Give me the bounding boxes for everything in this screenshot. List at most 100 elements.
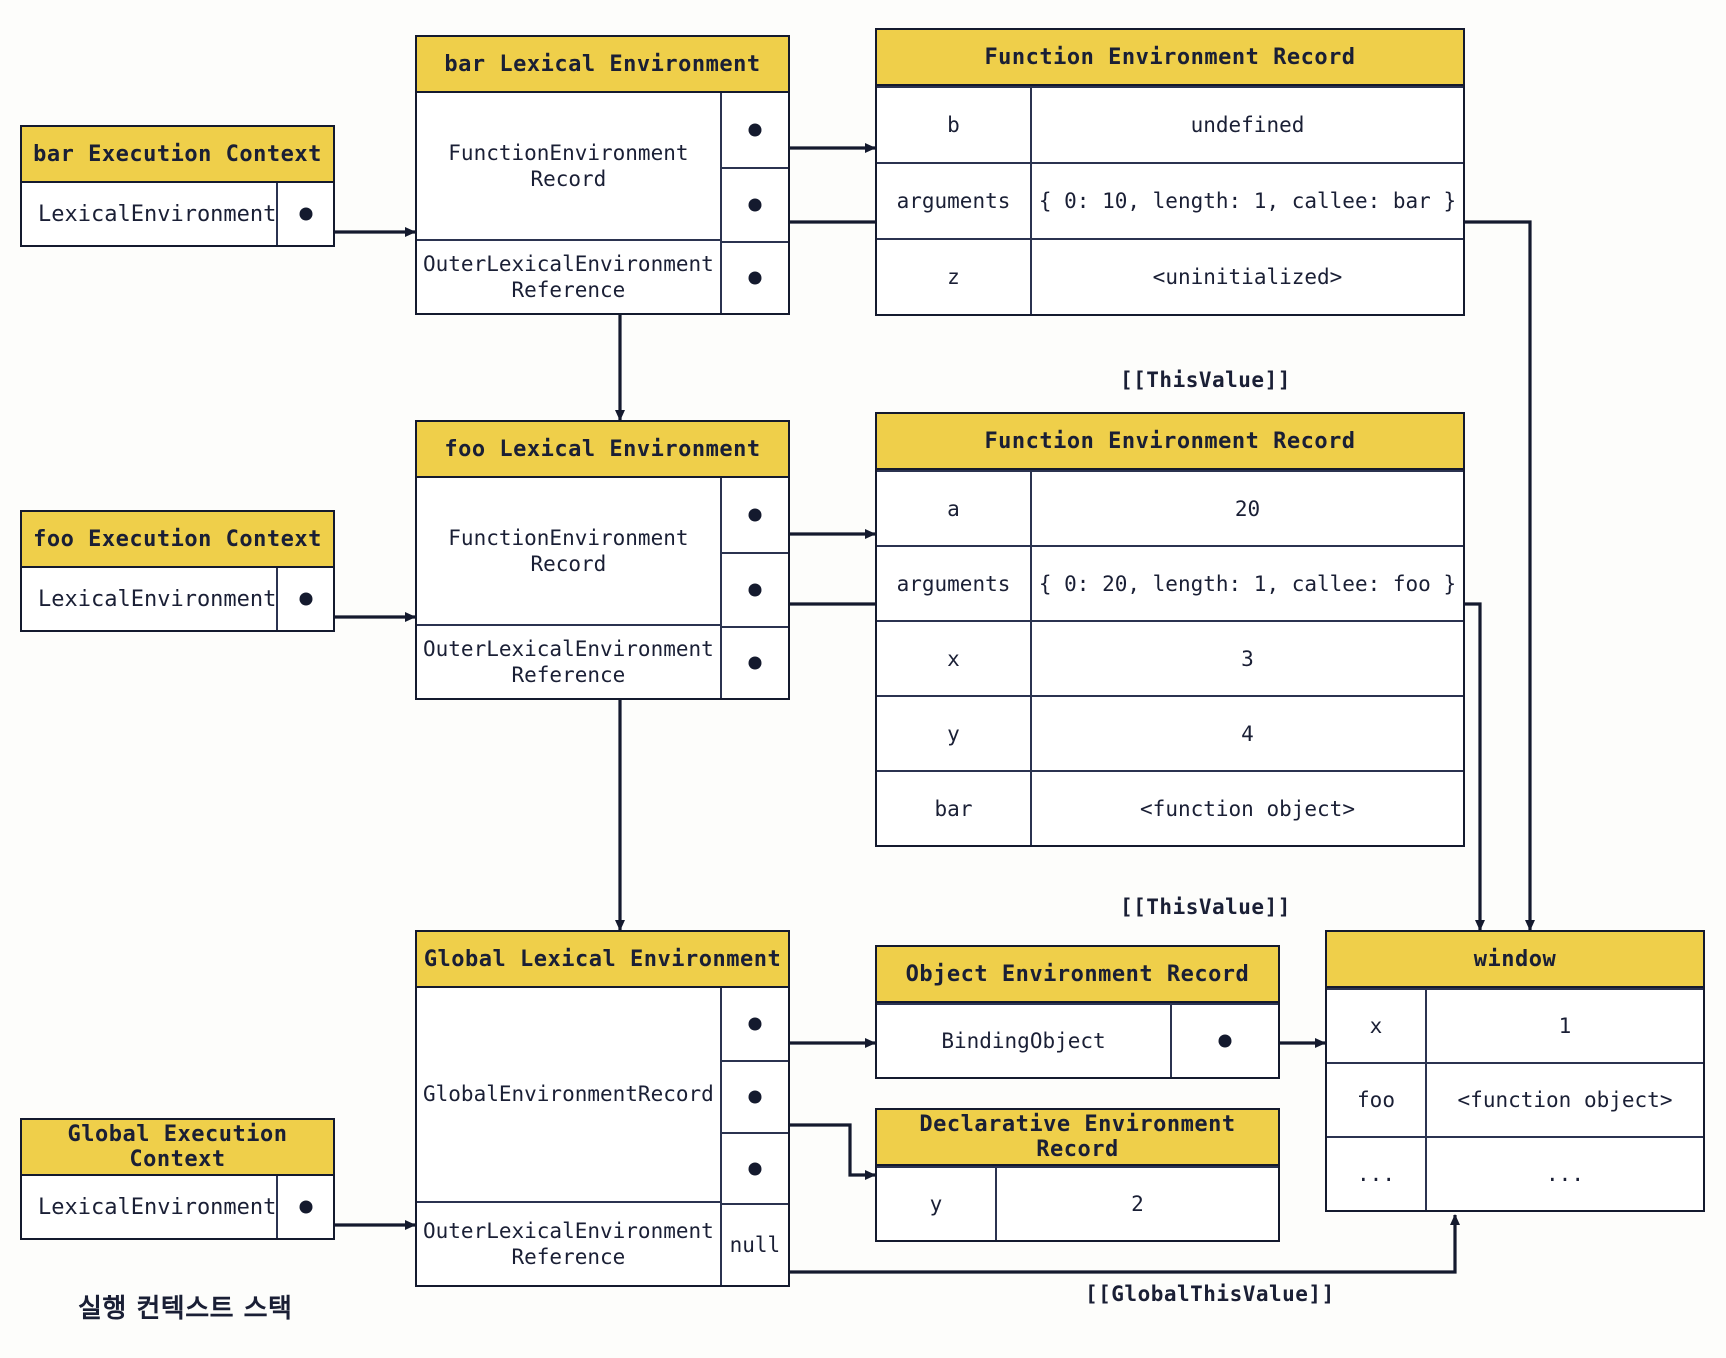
table-row: arguments { 0: 20, length: 1, callee: fo… — [877, 545, 1463, 620]
table-row: a 20 — [877, 470, 1463, 545]
bar-execution-context-row: LexicalEnvironment — [22, 183, 333, 245]
foo-le-body: FunctionEnvironment Record OuterLexicalE… — [417, 478, 788, 698]
bar-execution-context-title: bar Execution Context — [22, 127, 333, 183]
pointer-dot-icon — [748, 1017, 762, 1031]
global-execution-context-title: Global Execution Context — [22, 1120, 333, 1176]
global-execution-context-row: LexicalEnvironment — [22, 1176, 333, 1238]
pointer-dot-icon — [748, 1162, 762, 1175]
outer-label-line2: Reference — [511, 663, 626, 687]
foo-le-thisvalue-pointer — [721, 552, 788, 626]
global-le-label-column: GlobalEnvironmentRecord OuterLexicalEnvi… — [417, 988, 720, 1285]
binding-key: x — [877, 622, 1032, 695]
this-value-label-foo: [[ThisValue]] — [1120, 895, 1291, 919]
pointer-dot-icon — [299, 207, 313, 221]
table-row: z <uninitialized> — [877, 238, 1463, 314]
binding-value: undefined — [1190, 113, 1305, 137]
bar-lexical-environment-title: bar Lexical Environment — [417, 37, 788, 93]
binding-value: 1 — [1558, 1014, 1572, 1038]
outer-null-value: null — [729, 1233, 781, 1257]
binding-value: ... — [1546, 1162, 1584, 1186]
global-le-pointer-column: null — [719, 988, 788, 1285]
global-le-outer-label: OuterLexicalEnvironment Reference — [417, 1203, 720, 1285]
foo-lexical-environment: foo Lexical Environment FunctionEnvironm… — [415, 420, 790, 700]
bar-execution-context: bar Execution Context LexicalEnvironment — [20, 125, 335, 247]
binding-key: y — [877, 697, 1032, 770]
record-label-line2: Record — [530, 167, 607, 191]
pointer-dot-icon — [748, 123, 762, 137]
foo-le-outer-label: OuterLexicalEnvironment Reference — [417, 626, 720, 698]
table-row: x 3 — [877, 620, 1463, 695]
table-row: arguments { 0: 10, length: 1, callee: ba… — [877, 162, 1463, 238]
binding-value: 20 — [1234, 496, 1261, 521]
bar-le-body: FunctionEnvironment Record OuterLexicalE… — [417, 93, 788, 313]
binding-value: { 0: 20, length: 1, callee: foo } — [1038, 571, 1457, 596]
binding-key: x — [1327, 990, 1427, 1062]
global-le-record-label: GlobalEnvironmentRecord — [417, 988, 720, 1203]
record-label-line1: GlobalEnvironmentRecord — [423, 1082, 714, 1107]
record-label-line1: FunctionEnvironment — [448, 140, 689, 165]
foo-function-record-title: Function Environment Record — [877, 414, 1463, 470]
global-this-value-label: [[GlobalThisValue]] — [1085, 1282, 1335, 1306]
pointer-dot-icon — [299, 592, 313, 606]
binding-key: z — [877, 240, 1032, 314]
bar-le-outer-label: OuterLexicalEnvironment Reference — [417, 241, 720, 313]
binding-key: BindingObject — [877, 1005, 1172, 1077]
global-lexical-environment: Global Lexical Environment GlobalEnviron… — [415, 930, 790, 1287]
window-object-title: window — [1327, 932, 1703, 988]
foo-function-environment-record: Function Environment Record a 20 argumen… — [875, 412, 1465, 847]
foo-le-outer-pointer — [721, 626, 788, 698]
binding-key: bar — [877, 772, 1032, 845]
table-row: y 4 — [877, 695, 1463, 770]
global-le-outer-value: null — [721, 1203, 788, 1285]
bar-le-label-column: FunctionEnvironment Record OuterLexicalE… — [417, 93, 720, 313]
bar-le-record-pointer — [722, 93, 788, 167]
pointer-dot-icon — [1218, 1034, 1232, 1048]
declarative-environment-record-title: Declarative Environment Record — [877, 1110, 1278, 1166]
bar-ec-pointer-slot — [276, 183, 333, 245]
binding-value: <function object> — [1140, 796, 1355, 821]
record-label-line2: Record — [530, 552, 607, 576]
foo-ec-pointer-slot — [276, 568, 333, 630]
bar-le-thisvalue-pointer — [721, 167, 788, 241]
foo-lexical-environment-title: foo Lexical Environment — [417, 422, 788, 478]
bar-le-record-label: FunctionEnvironment Record — [417, 93, 720, 241]
foo-execution-context: foo Execution Context LexicalEnvironment — [20, 510, 335, 632]
pointer-dot-icon — [748, 656, 762, 670]
binding-value: 3 — [1241, 646, 1254, 671]
declarative-environment-record: Declarative Environment Record y 2 — [875, 1108, 1280, 1242]
outer-label-line1: OuterLexicalEnvironment — [423, 636, 714, 661]
pointer-dot-icon — [299, 1200, 313, 1214]
global-lexical-environment-title: Global Lexical Environment — [417, 932, 788, 988]
binding-key: foo — [1327, 1064, 1427, 1136]
foo-execution-context-row: LexicalEnvironment — [22, 568, 333, 630]
global-ec-pointer-slot — [276, 1176, 333, 1238]
binding-key: ... — [1327, 1138, 1427, 1210]
execution-context-stack-caption: 실행 컨텍스트 스택 — [78, 1294, 293, 1324]
binding-key: y — [877, 1168, 997, 1240]
bar-lexical-environment-field: LexicalEnvironment — [38, 201, 277, 227]
record-label-line1: FunctionEnvironment — [448, 525, 689, 550]
table-row: x 1 — [1327, 988, 1703, 1062]
binding-value: 4 — [1241, 721, 1254, 746]
binding-key: arguments — [877, 547, 1032, 620]
pointer-dot-icon — [748, 1090, 762, 1104]
global-le-declarative-pointer — [721, 1060, 788, 1132]
bar-lexical-environment: bar Lexical Environment FunctionEnvironm… — [415, 35, 790, 315]
object-environment-record-title: Object Environment Record — [877, 947, 1278, 1003]
foo-le-record-pointer — [722, 478, 788, 552]
global-lexical-environment-field: LexicalEnvironment — [38, 1194, 277, 1220]
object-environment-record: Object Environment Record BindingObject — [875, 945, 1280, 1079]
bindingobject-pointer-slot — [1172, 1005, 1278, 1077]
binding-value: <uninitialized> — [1152, 265, 1343, 289]
foo-le-pointer-column — [719, 478, 788, 698]
binding-key: b — [877, 88, 1032, 162]
global-le-globalthis-pointer — [721, 1132, 788, 1203]
bar-le-outer-pointer — [721, 241, 788, 313]
table-row: y 2 — [877, 1166, 1278, 1240]
table-row: foo <function object> — [1327, 1062, 1703, 1136]
bar-function-record-title: Function Environment Record — [877, 30, 1463, 86]
foo-lexical-environment-field: LexicalEnvironment — [38, 586, 277, 612]
foo-le-record-label: FunctionEnvironment Record — [417, 478, 720, 626]
foo-execution-context-title: foo Execution Context — [22, 512, 333, 568]
